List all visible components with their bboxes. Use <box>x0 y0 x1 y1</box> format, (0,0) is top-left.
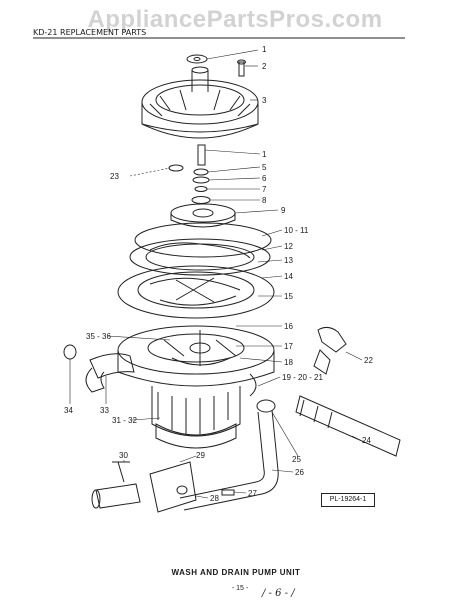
part-label: 24 <box>362 436 371 445</box>
part-label: 29 <box>196 451 205 460</box>
part-label: 30 <box>119 451 128 460</box>
pump-parts-drawing <box>63 54 401 513</box>
reference-code-box: PL-19264-1 <box>321 493 375 507</box>
part-label: 22 <box>364 356 373 365</box>
part-label: 15 <box>284 292 293 301</box>
part-label: 35 - 36 <box>86 332 111 341</box>
part-label: 9 <box>281 206 286 215</box>
part-label: 1 <box>262 45 267 54</box>
part-label: 18 <box>284 358 293 367</box>
watermark: AppliancePartsPros.com <box>87 6 383 33</box>
part-label: 10 - 11 <box>284 226 309 235</box>
part-label: 6 <box>262 174 267 183</box>
part-label: 1 <box>262 150 267 159</box>
leader-lines <box>69 49 363 499</box>
part-number-labels: 1 2 3 1 5 6 7 8 9 10 - 11 12 13 14 15 16… <box>64 45 373 503</box>
part-label: 14 <box>284 272 293 281</box>
handwritten-note: / - 6 - / <box>262 588 295 599</box>
part-label: 23 <box>110 172 119 181</box>
part-label: 31 - 32 <box>112 416 137 425</box>
part-label: 34 <box>64 406 73 415</box>
part-label: 25 <box>292 455 301 464</box>
part-label: 5 <box>262 163 267 172</box>
part-label: 12 <box>284 242 293 251</box>
part-label: 27 <box>248 489 257 498</box>
part-label: 16 <box>284 322 293 331</box>
part-label: 13 <box>284 256 293 265</box>
part-label: 17 <box>284 342 293 351</box>
page-number: - 15 - <box>231 585 249 592</box>
part-label: 33 <box>100 406 109 415</box>
part-label: 8 <box>262 196 267 205</box>
part-label: 19 - 20 - 21 <box>282 373 323 382</box>
part-label: 28 <box>210 494 219 503</box>
part-label: 3 <box>262 96 267 105</box>
part-label: 26 <box>295 468 304 477</box>
part-label: 2 <box>262 62 267 71</box>
header-title: KD-21 REPLACEMENT PARTS <box>33 28 147 37</box>
part-label: 7 <box>262 185 267 194</box>
diagram-caption: WASH AND DRAIN PUMP UNIT <box>171 568 301 577</box>
